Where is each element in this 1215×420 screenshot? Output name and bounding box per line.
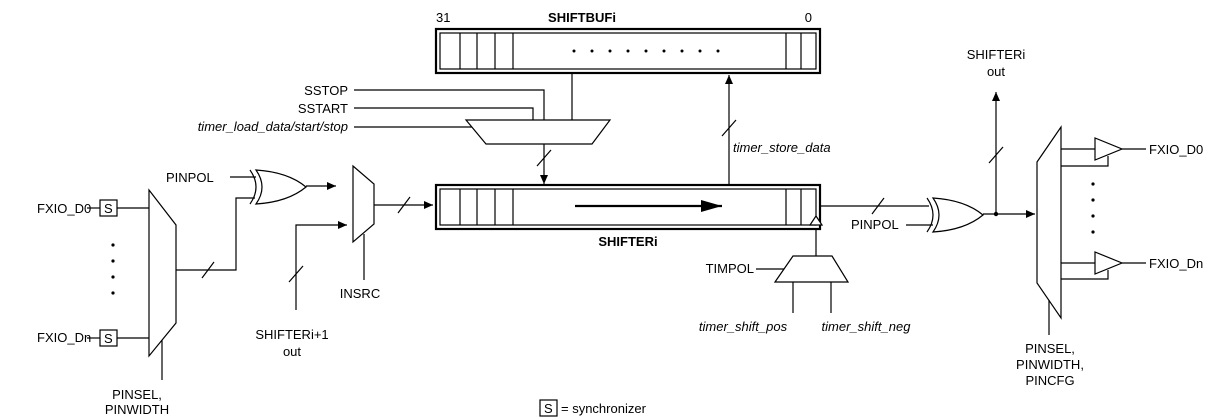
next-shifter-label: SHIFTERi+1	[255, 327, 328, 342]
timer-shift-neg-label: timer_shift_neg	[822, 319, 912, 334]
input-mux-pinwidth-label: PINWIDTH	[105, 402, 169, 417]
legend-text: = synchronizer	[561, 401, 647, 416]
shiftbuf-title: SHIFTBUFi	[548, 10, 616, 25]
output-pinwidth-label: PINWIDTH,	[1016, 357, 1084, 372]
insrc-label: INSRC	[340, 286, 380, 301]
input-ellipsis	[111, 243, 115, 295]
timer-shift-pos-label: timer_shift_pos	[699, 319, 788, 334]
input-xor-gate: PINPOL	[166, 169, 336, 205]
load-mux	[464, 119, 612, 145]
store-data-path: timer_store_data	[721, 75, 831, 185]
input-pin-mux	[148, 188, 177, 358]
input-mux-pinsel-label: PINSEL,	[112, 387, 162, 402]
output-pin-d0-label: FXIO_D0	[1149, 142, 1203, 157]
output-pin-demux	[1036, 125, 1062, 320]
input-pin-dn-label: FXIO_Dn	[37, 330, 91, 345]
shifter-register: SHIFTERi	[434, 183, 824, 249]
insrc-mux-group: INSRC SHIFTERi+1 out	[255, 164, 433, 359]
legend: S = synchronizer	[539, 399, 647, 417]
timer-store-label: timer_store_data	[733, 140, 831, 155]
sstart-label: SSTART	[298, 101, 348, 116]
sstop-label: SSTOP	[304, 83, 348, 98]
output-pincfg-label: PINCFG	[1025, 373, 1074, 388]
input-pinpol-label: PINPOL	[166, 170, 214, 185]
output-section: PINSEL, PINWIDTH, PINCFG FXIO_D0 FXIO_Dn	[1016, 125, 1203, 388]
shiftbuf-bit-high: 31	[436, 10, 450, 25]
output-ellipsis	[1091, 182, 1095, 234]
legend-symbol: S	[544, 401, 553, 416]
timer-load-label: timer_load_data/start/stop	[198, 119, 348, 134]
timer-mux	[773, 255, 850, 283]
input-section: FXIO_D0 S FXIO_Dn S PINSEL, PINWIDTH	[37, 188, 255, 417]
next-shifter-out-label: out	[283, 344, 301, 359]
output-pinpol-label: PINPOL	[851, 217, 899, 232]
shiftbuf-ellipsis	[572, 49, 720, 53]
timer-mux-group: TIMPOL timer_shift_pos timer_shift_neg	[699, 229, 911, 334]
output-buffer-d0	[1094, 137, 1124, 161]
synchronizer-dn-label: S	[104, 331, 113, 346]
shifter-clock-input	[808, 214, 824, 226]
shifter-out-label-2: out	[987, 64, 1005, 79]
input-pin-d0-label: FXIO_D0	[37, 201, 91, 216]
output-pinsel-label: PINSEL,	[1025, 341, 1075, 356]
shifter-title: SHIFTERi	[598, 234, 657, 249]
output-xor-gate: PINPOL SHIFTERi out	[820, 47, 1035, 233]
output-pin-dn-label: FXIO_Dn	[1149, 256, 1203, 271]
timpol-label: TIMPOL	[706, 261, 754, 276]
load-mux-group: SSTOP SSTART timer_load_data/start/stop	[198, 73, 612, 184]
shiftbuf-register: 31 SHIFTBUFi 0	[434, 10, 822, 75]
synchronizer-d0-label: S	[104, 201, 113, 216]
insrc-mux	[352, 164, 375, 244]
output-buffer-dn	[1094, 251, 1124, 275]
shiftbuf-bit-low: 0	[805, 10, 812, 25]
shifter-out-label: SHIFTERi	[967, 47, 1026, 62]
